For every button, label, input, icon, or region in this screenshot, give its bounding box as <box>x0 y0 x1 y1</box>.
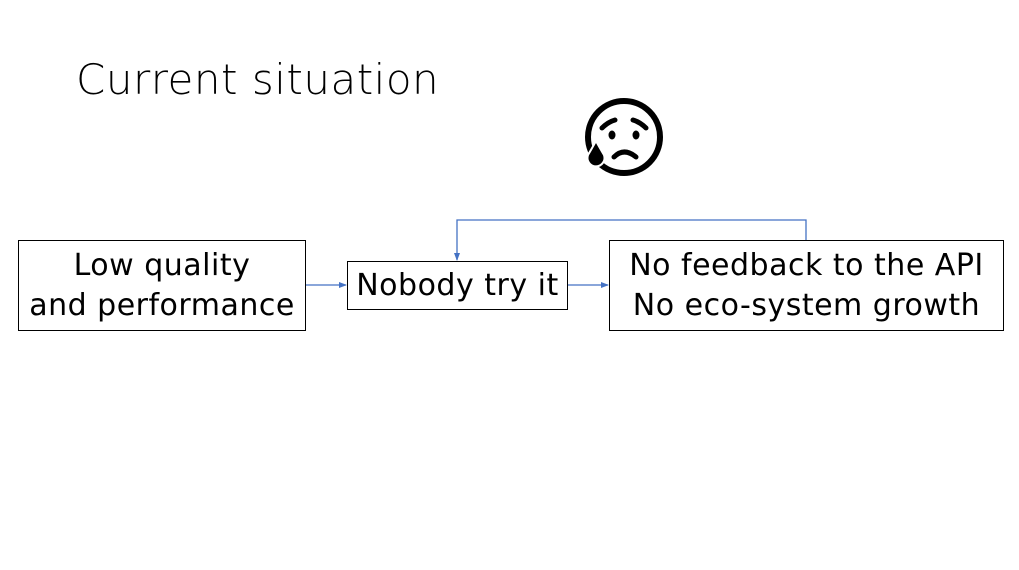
slide-title: Current situation <box>76 55 440 104</box>
feedback-loop-arrow <box>454 219 807 261</box>
sad-but-relieved-face-icon <box>582 97 666 179</box>
node-text-line: Nobody try it <box>356 267 559 303</box>
node-text-line: and performance <box>29 287 295 323</box>
node-text-line: Low quality <box>73 247 251 283</box>
node-text-line: No eco-system growth <box>632 287 981 323</box>
node-low-quality: Low quality and performance <box>18 240 306 331</box>
node-nobody-try-it: Nobody try it <box>347 261 568 310</box>
node-text-line: No feedback to the API <box>629 247 984 283</box>
node-no-feedback: No feedback to the API No eco-system gro… <box>609 240 1004 331</box>
